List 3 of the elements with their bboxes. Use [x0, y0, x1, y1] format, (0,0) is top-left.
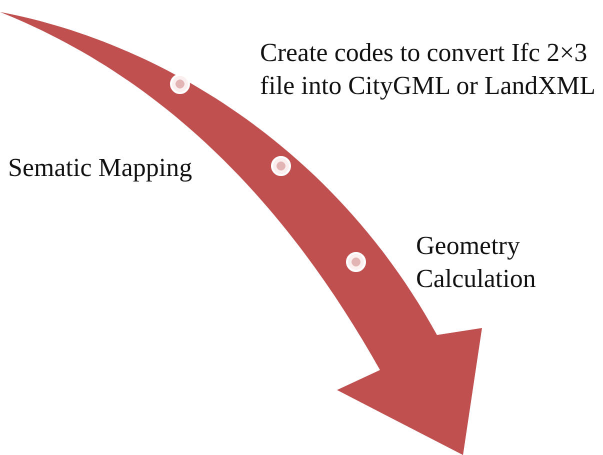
step-label: Sematic Mapping [8, 152, 194, 184]
step-label: Create codes to convert Ifc 2×3 file into CityGML or LandXML [260, 37, 597, 102]
step-label: Geometry Calculation [416, 230, 537, 295]
